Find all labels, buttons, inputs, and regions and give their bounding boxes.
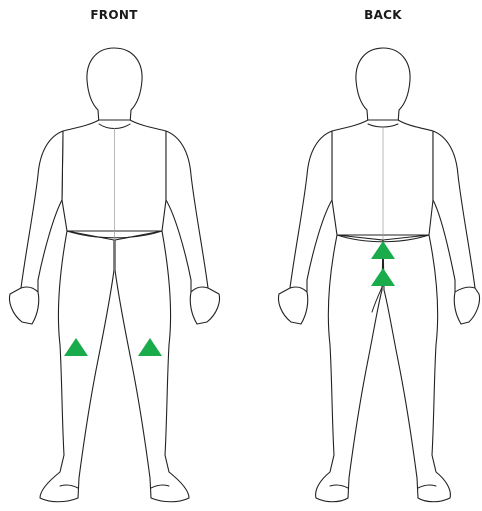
back-torso: [332, 120, 433, 235]
front-left-leg: [40, 231, 114, 502]
back-left-leg: [316, 235, 383, 502]
front-head: [87, 48, 142, 124]
back-right-leg: [383, 235, 450, 502]
front-right-leg: [115, 231, 189, 502]
back-left-arm: [279, 131, 333, 324]
back-figure: [279, 48, 480, 502]
front-left-arm: [10, 131, 64, 324]
back-right-arm: [433, 131, 480, 324]
back-head: [356, 48, 410, 124]
front-figure: [10, 48, 220, 502]
front-right-arm: [166, 131, 220, 324]
front-torso: [62, 120, 166, 231]
